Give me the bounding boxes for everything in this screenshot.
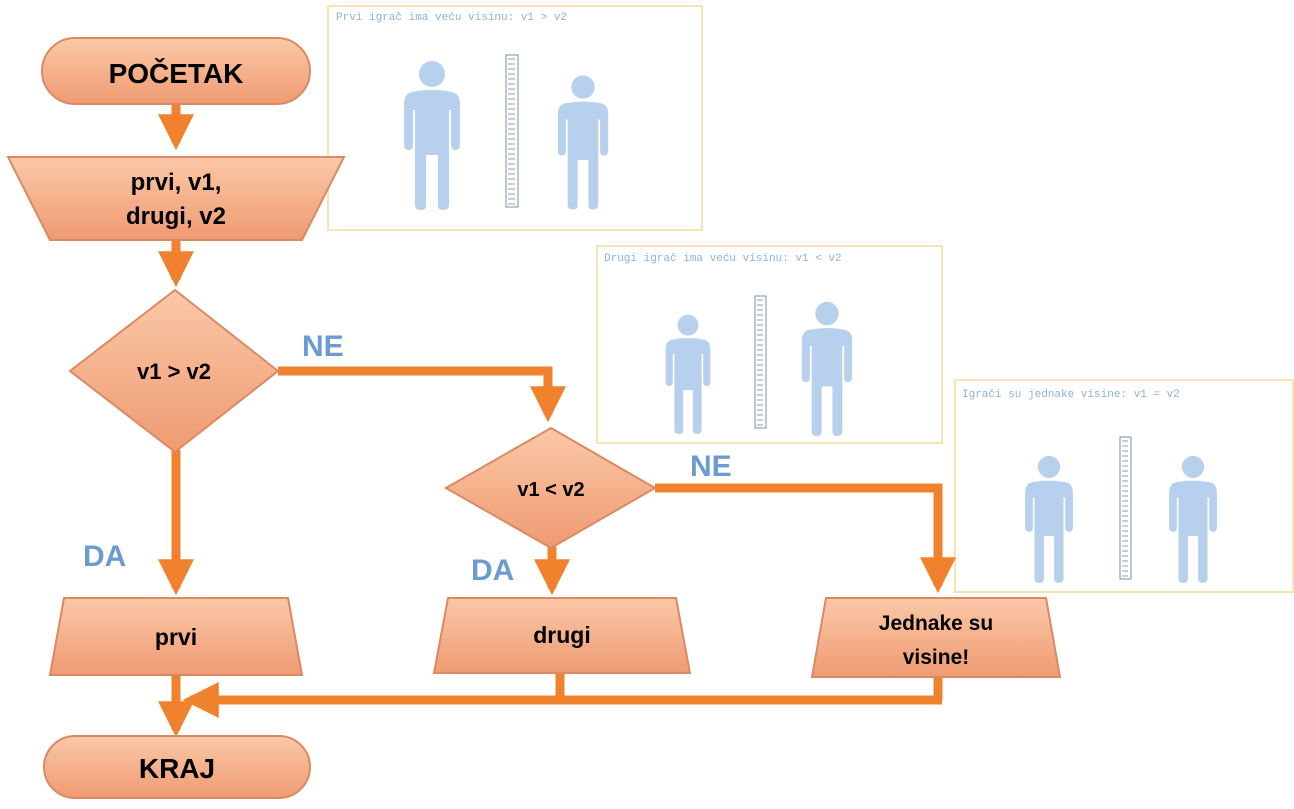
panel-first-taller: Prvi igrač ima veću visinu: v1 > v2 [327,5,703,231]
connectors [158,104,956,738]
decision-v1-gt-v2 [68,288,280,454]
output-equal-label-line2: visine! [903,646,970,669]
height-ruler [754,295,767,429]
output-drugi-label: drugi [533,622,591,648]
edge-label-d1-yes: DA [83,540,126,573]
panel-equal: Igrači su jednake visine: v1 = v2 [954,379,1294,593]
input-label-line1: prvi, v1, [131,169,222,196]
arrow-decision2-no [655,483,956,594]
start-terminator [41,37,311,105]
panel-border [596,245,943,444]
decision2-label: v1 < v2 [517,479,584,501]
input-label-line2: drugi, v2 [126,203,226,230]
panel-caption: Igrači su jednake visine: v1 = v2 [962,389,1180,401]
output-equal-label-line1: Jednake su [879,612,993,635]
decision-v1-lt-v2 [443,426,658,550]
end-label: KRAJ [139,753,215,784]
shapes [6,37,1062,799]
edge-label-d1-no: NE [302,330,344,363]
output-equal [810,597,1062,678]
output-prvi-label: prvi [155,624,197,650]
decision1-label: v1 > v2 [137,359,211,384]
start-label: POČETAK [109,57,244,89]
panel-caption: Drugi igrač ima veću visinu: v1 < v2 [604,253,842,265]
panel-caption: Prvi igrač ima veću visinu: v1 > v2 [336,12,567,24]
input-parallelogram [6,156,346,241]
panel-second-taller: Drugi igrač ima veću visinu: v1 < v2 [596,245,943,444]
height-ruler [1119,436,1132,580]
arrow-decision1-no [278,366,566,423]
edge-label-d2-no: NE [690,450,732,483]
end-terminator [43,735,311,799]
output-drugi [432,597,692,674]
output-prvi [48,597,304,676]
edge-label-d2-yes: DA [471,554,514,587]
